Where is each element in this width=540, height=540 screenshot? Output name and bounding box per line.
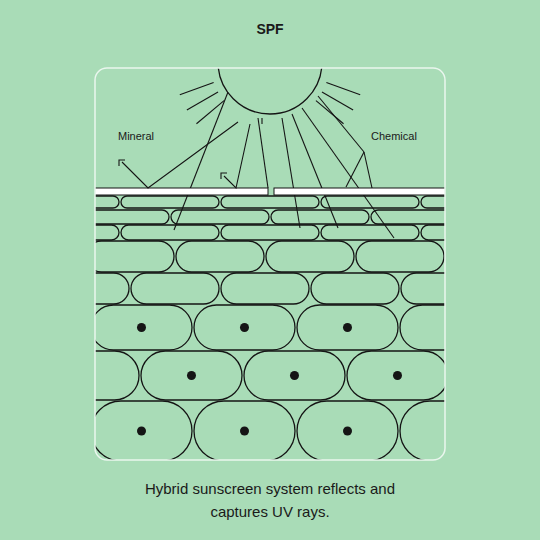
sun-ray [180,83,214,95]
uv-ray [292,114,338,228]
skin-cell [194,305,295,350]
cell-nucleus [290,371,299,380]
skin-cell [141,351,242,400]
skin-cell [356,241,444,272]
label: Chemical [369,130,419,142]
uv-ray [261,118,262,124]
sunscreen-film [95,188,445,195]
skin-cell [131,273,219,304]
skin-cell [401,273,445,304]
cell-nucleus [343,323,352,332]
sun-ray [187,92,218,110]
cell-nucleus [187,371,196,380]
title: SPF [0,21,540,37]
skin-cell [176,241,264,272]
sun-ray [326,83,360,95]
skin-cell [95,351,139,400]
skin-cell [266,241,354,272]
skin-cell [221,196,319,208]
skin-cell [95,401,192,460]
uv-ray [282,118,300,228]
skin-cell [95,225,119,240]
skin-cell [95,305,192,350]
uv-ray [302,108,394,238]
skin-cell [95,241,174,272]
cell-nucleus [393,371,402,380]
skin-cell [400,305,445,350]
skin-cell [194,401,295,460]
skin-cell [297,401,398,460]
skin-cell [421,196,445,208]
sun [218,68,322,114]
skin-cell [244,351,345,400]
cell-nucleus [343,427,352,436]
uv-ray [174,92,228,230]
skin-cell [400,401,445,460]
skin-cell [221,273,309,304]
uv-rays [174,83,394,238]
uv-ray [258,118,268,188]
skin-cell [271,210,369,224]
cell-nucleus [137,323,146,332]
skin-cell [311,273,399,304]
skin-cell [121,196,219,208]
caption: Hybrid sunscreen system reflects and cap… [120,477,420,523]
skin-cell [95,210,169,224]
skin-cell [347,351,445,400]
label: Mineral [116,130,156,142]
skin-cell [121,225,219,240]
reflect-rays [119,122,372,188]
cell-nucleus [240,323,249,332]
skin-cell [95,196,119,208]
uv-ray [318,96,364,152]
skin-layers [95,68,445,460]
skin-cell [321,225,419,240]
skin-cell [221,225,319,240]
skin-cell [321,196,419,208]
skin-cell [95,273,129,304]
cell-nucleus [240,427,249,436]
skin-cell [171,210,269,224]
skin-cell [297,305,398,350]
skin-cell [421,225,445,240]
sun-ray [316,101,344,124]
cell-nucleus [137,427,146,436]
frame [95,68,445,460]
